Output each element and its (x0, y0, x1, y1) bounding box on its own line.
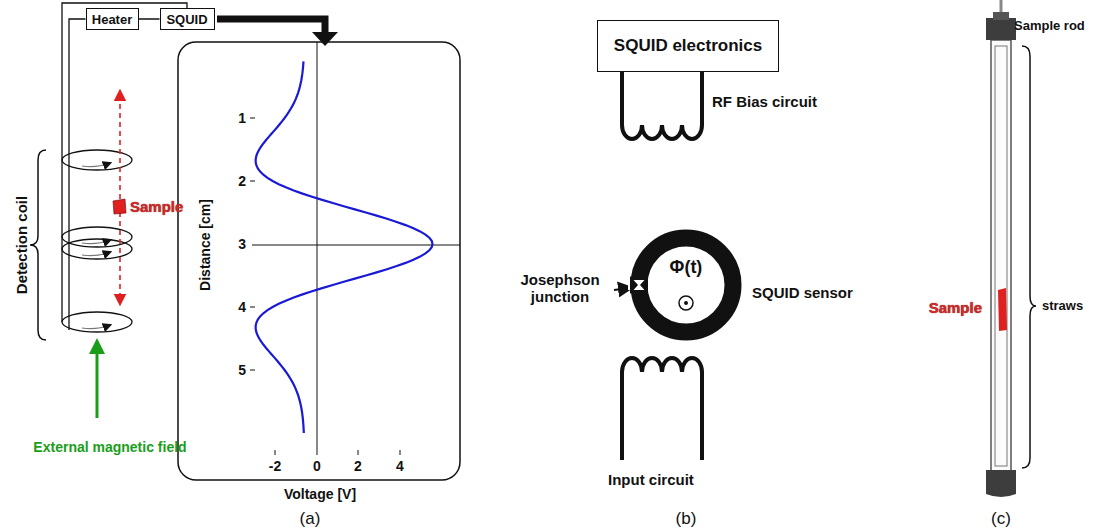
node-text: SQUID electronics (614, 36, 762, 56)
tick-label: 2 (238, 173, 246, 189)
squid-loop (628, 227, 744, 343)
axis-title: Distance [cm] (197, 199, 213, 291)
signal-arrow (217, 19, 338, 46)
brace (30, 150, 46, 340)
tick-label: 2 (354, 458, 362, 474)
input-coil (622, 358, 702, 460)
part-label: RF Bias circuit (712, 93, 817, 110)
tick-marks (250, 118, 400, 455)
tick-label: 4 (396, 458, 404, 474)
part-label: Sample rod (1014, 19, 1085, 34)
plot-frame (178, 42, 460, 480)
axis-line (317, 42, 318, 455)
coil-wires (62, 3, 187, 330)
node-text: Φ(t) (628, 257, 744, 278)
tick-label: 1 (238, 110, 246, 126)
squid-ring: Φ(t) (628, 227, 744, 343)
part-label: Input circuit (608, 471, 694, 488)
sample-holder (986, 0, 1016, 497)
tick-label: 4 (238, 299, 246, 315)
tick-label: 3 (238, 236, 246, 252)
leader-line (614, 288, 630, 290)
heater-box: Heater (86, 8, 139, 30)
node-text: SQUID (166, 12, 207, 27)
sample-piece (113, 199, 126, 214)
field-arrow (89, 338, 105, 418)
panel-letter: (a) (300, 509, 321, 529)
detection-coil (62, 150, 132, 332)
wire-connector (139, 18, 160, 20)
brace (1022, 46, 1036, 468)
tick-label: 0 (313, 458, 321, 474)
part-label: straws (1042, 299, 1083, 314)
node-text: Heater (92, 12, 132, 27)
part-label: SQUID sensor (752, 284, 853, 301)
part-label: Sample (929, 299, 982, 316)
part-label: Josephson junction (508, 271, 612, 306)
electronics-box: SQUID electronics (597, 20, 779, 72)
tick-label: -2 (269, 458, 281, 474)
panel-letter: (b) (676, 509, 697, 529)
squid-box: SQUID (160, 8, 215, 30)
panel-letter: (c) (991, 509, 1011, 529)
axis-title: Voltage [V] (284, 486, 356, 502)
sample-label: Sample (130, 198, 183, 215)
rf-bias-coil (622, 72, 702, 139)
signal-curve (256, 61, 433, 433)
winding-arrows (82, 163, 110, 329)
coil-label: Detection coil (13, 196, 30, 294)
field-label: External magnetic field (33, 439, 186, 455)
axis-line (252, 245, 460, 246)
tick-label: 5 (238, 362, 246, 378)
motion-arrow (119, 95, 121, 300)
